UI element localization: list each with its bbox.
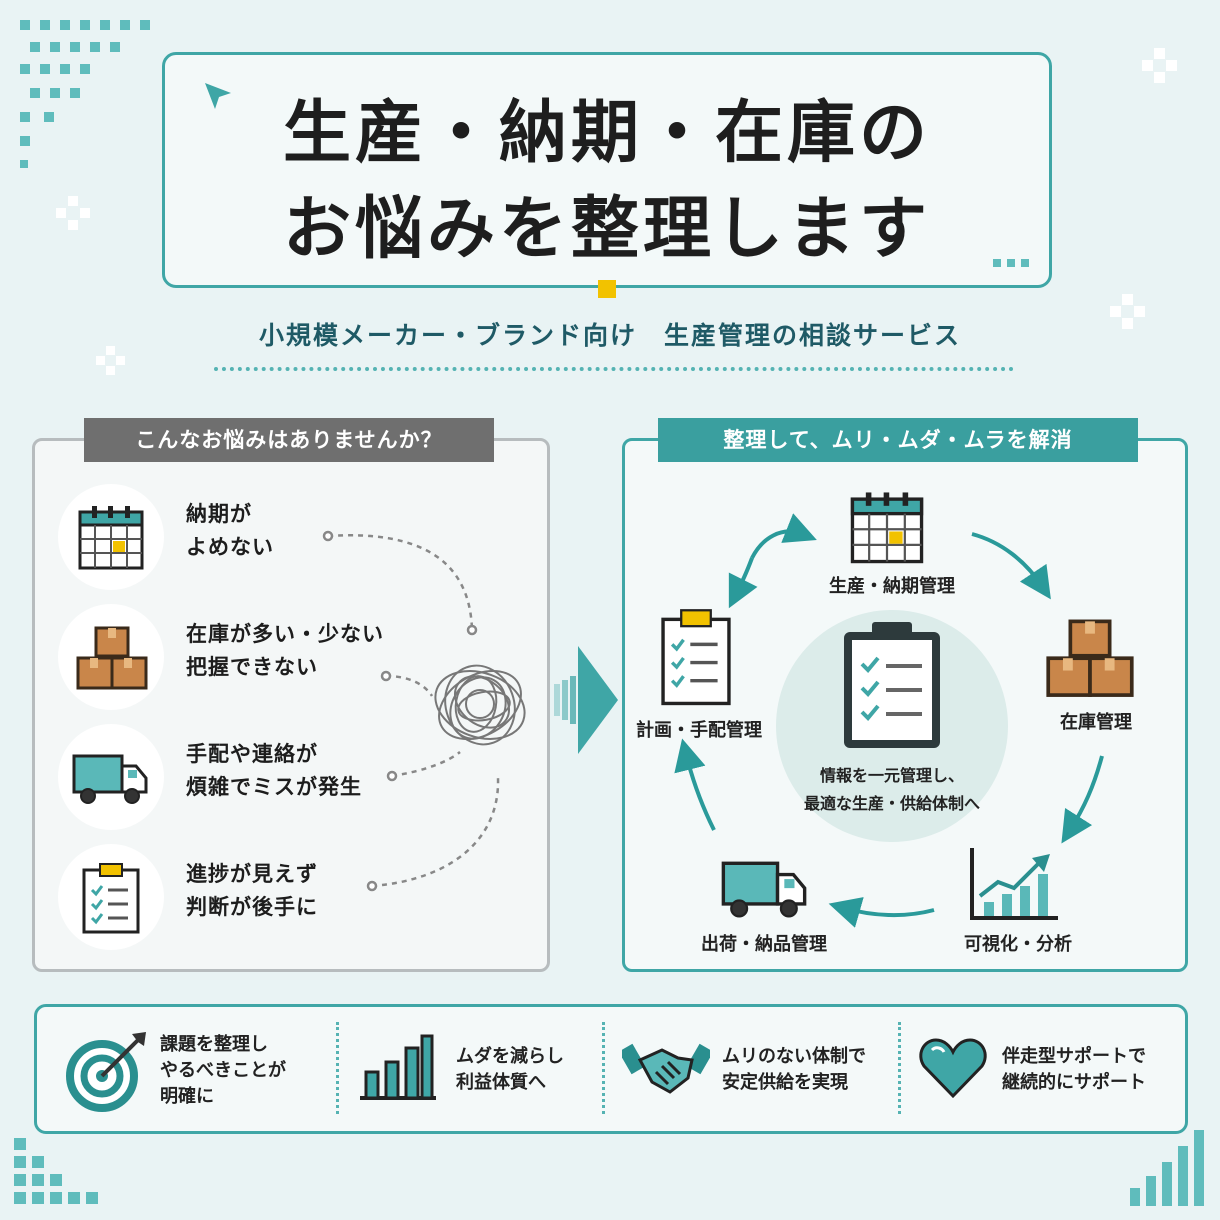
benefit-text-line: ムダを減らし [456,1046,564,1067]
truck-icon [72,754,148,804]
truck-icon [721,861,807,918]
pixel-dots-icon [993,259,1029,267]
line-chart-icon [970,848,1058,920]
issue-item: 納期が よめない [58,484,498,590]
calendar-icon [78,506,144,570]
benefits-strip [34,1004,1188,1134]
tangled-thread-icon [322,530,526,892]
clipboard-icon [661,609,731,706]
arrow-right-icon [554,646,618,754]
boxes-icon [1046,619,1134,697]
calendar-icon [850,492,924,564]
sparkle-decoration [96,346,125,375]
node-label-inventory: 在庫管理 [1060,712,1132,733]
issue-text-line: 手配や連絡が [186,742,318,766]
cursor-arrow-icon [205,83,231,109]
cycle-arrows [674,513,1104,928]
issue-text-line: 把握できない [186,655,318,679]
benefit-text-line: 継続的にサポート [1002,1072,1146,1093]
node-label-analysis: 可視化・分析 [964,934,1072,955]
benefit-text-line: 課題を整理し [160,1034,268,1055]
page-title-line-1: 生産・納期・在庫の [282,94,931,173]
node-label-shipping: 出荷・納品管理 [701,934,827,955]
pixel-decoration-bottom-left [14,1138,98,1204]
benefit-text-line: 明確に [160,1086,214,1107]
issue-text-line: 進捗が見えず [186,862,318,886]
issue-item: 在庫が多い・少ない 把握できない [58,604,498,710]
subtitle-divider [214,367,1014,371]
benefit-item: 課題を整理し やるべきことが 明確に [64,1018,334,1118]
issue-text-line: 納期が [186,502,252,526]
page-subtitle: 小規模メーカー・ブランド向け 生産管理の相談サービス [258,321,961,350]
clipboard-icon [82,863,140,934]
benefit-text-line: 伴走型サポートで [1002,1046,1146,1067]
pixel-decoration-top-left [20,20,150,168]
node-label-production: 生産・納期管理 [829,576,955,597]
benefit-divider [602,1022,605,1114]
title-accent-square [598,280,616,298]
benefit-divider [898,1022,901,1114]
boxes-icon [76,626,148,690]
issue-text-line: よめない [186,535,274,559]
bar-chart-icon [360,1034,436,1100]
target-icon [66,1032,146,1112]
benefit-item: 伴走型サポートで 継続的にサポート [918,1018,1180,1118]
benefit-text-line: 利益体質へ [456,1072,546,1093]
sparkle-decoration [1110,294,1145,329]
node-label-planning: 計画・手配管理 [636,720,762,741]
issue-item: 手配や連絡が 煩雑でミスが発生 [58,724,498,830]
issue-item: 進捗が見えず 判断が後手に [58,844,498,950]
sparkle-decoration [56,196,90,230]
heart-icon [919,1038,987,1099]
issue-text-line: 在庫が多い・少ない [186,622,384,646]
issue-text-line: 煩雑でミスが発生 [186,775,362,799]
bars-decoration-bottom-right [1130,1130,1204,1206]
benefit-text-line: やるべきことが [160,1060,286,1081]
benefit-text-line: 安定供給を実現 [722,1072,848,1093]
solution-tab: 整理して、ムリ・ムダ・ムラを解消 [658,418,1138,462]
page-title-line-2: お悩みを整理します [282,190,931,269]
benefit-item: ムリのない体制で 安定供給を実現 [620,1018,890,1118]
center-text-line: 最適な生産・供給体制へ [803,794,980,813]
issue-text-line: 判断が後手に [186,895,318,919]
clipboard-icon [844,622,940,748]
benefit-text-line: ムリのない体制で [722,1046,866,1067]
center-text-line: 情報を一元管理し、 [819,766,964,785]
benefit-item: ムダを減らし 利益体質へ [358,1018,598,1118]
handshake-icon [622,1043,710,1094]
benefit-divider [336,1022,339,1114]
problems-tab: こんなお悩みはありませんか？ [84,418,494,462]
sparkle-decoration [1142,48,1177,83]
title-frame: 生産・納期・在庫の お悩みを整理します [162,52,1052,288]
